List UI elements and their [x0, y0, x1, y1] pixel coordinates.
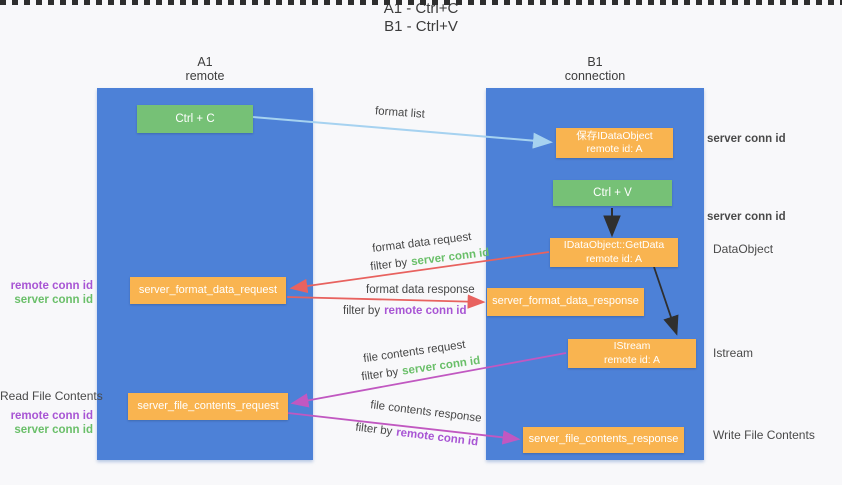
save-dataobject-line2: remote id: A: [586, 143, 643, 155]
server-file-contents-request-node: server_file_contents_request: [128, 393, 288, 420]
save-dataobject-line1: 保存IDataObject: [576, 129, 653, 142]
save-dataobject-node: 保存IDataObject remote id: A: [556, 128, 673, 158]
istream-line2: remote id: A: [603, 353, 661, 366]
left-conn-id-group-bottom: remote conn id server conn id: [0, 409, 93, 437]
ctrl-c-label: Ctrl + C: [175, 112, 215, 125]
server-format-data-response-label: server_format_data_response: [492, 295, 639, 308]
getdata-node: IDataObject::GetData remote id: A: [550, 238, 678, 267]
getdata-line1: IDataObject::GetData: [563, 239, 665, 252]
server-file-contents-response-node: server_file_contents_response: [523, 427, 684, 453]
server-format-data-response-node: server_format_data_response: [487, 288, 644, 316]
left-remote-conn-id-top: remote conn id: [10, 280, 93, 292]
right-server-conn-id-top: server conn id: [707, 133, 786, 145]
ctrl-c-node: Ctrl + C: [137, 105, 253, 133]
lifeline-a1-role: remote: [185, 69, 225, 83]
filter-by-prefix: filter by: [343, 305, 381, 317]
getdata-to-istream-arrow: [653, 266, 679, 336]
server-format-data-request-label: server_format_data_request: [138, 283, 278, 296]
format-data-response-label: format data response: [366, 284, 475, 296]
left-server-conn-id-bottom: server conn id: [14, 424, 93, 436]
file-contents-response-arrow: [287, 412, 521, 445]
istream-side-label: Istream: [713, 346, 754, 360]
remote-conn-id-key: remote conn id: [384, 305, 467, 317]
ctrl-v-node: Ctrl + V: [553, 180, 672, 206]
lifeline-b1-name: B1: [587, 55, 603, 69]
istream-line1: IStream: [613, 340, 651, 353]
phase-separator-dotted-line: [0, 0, 842, 5]
ctrl-v-label: Ctrl + V: [593, 186, 632, 199]
server-file-contents-request-label: server_file_contents_request: [137, 399, 279, 412]
dataobject-label: DataObject: [713, 242, 774, 256]
lifeline-a1-name: A1: [197, 55, 213, 69]
server-format-data-request-node: server_format_data_request: [130, 277, 286, 304]
lifeline-header-b1: B1 connection: [486, 55, 704, 83]
format-data-response-arrow: [286, 294, 486, 309]
server-file-contents-response-label: server_file_contents_response: [528, 433, 679, 446]
format-data-request-arrow: [289, 251, 550, 294]
right-server-conn-id-mid: server conn id: [707, 211, 786, 223]
file-contents-request-arrow: [290, 352, 567, 408]
lifeline-b1-role: connection: [564, 69, 626, 83]
write-file-contents-label: Write File Contents: [713, 428, 815, 442]
getdata-line2: remote id: A: [585, 252, 643, 265]
read-file-contents-label: Read File Contents: [0, 389, 103, 403]
title-line-2: B1 - Ctrl+V: [384, 18, 458, 35]
left-conn-id-group-top: remote conn id server conn id: [0, 279, 93, 307]
left-server-conn-id-top: server conn id: [14, 294, 93, 306]
format-list-arrow: [252, 116, 553, 149]
istream-node: IStream remote id: A: [568, 339, 696, 368]
lifeline-header-a1: A1 remote: [97, 55, 313, 83]
left-remote-conn-id-bottom: remote conn id: [10, 410, 93, 422]
